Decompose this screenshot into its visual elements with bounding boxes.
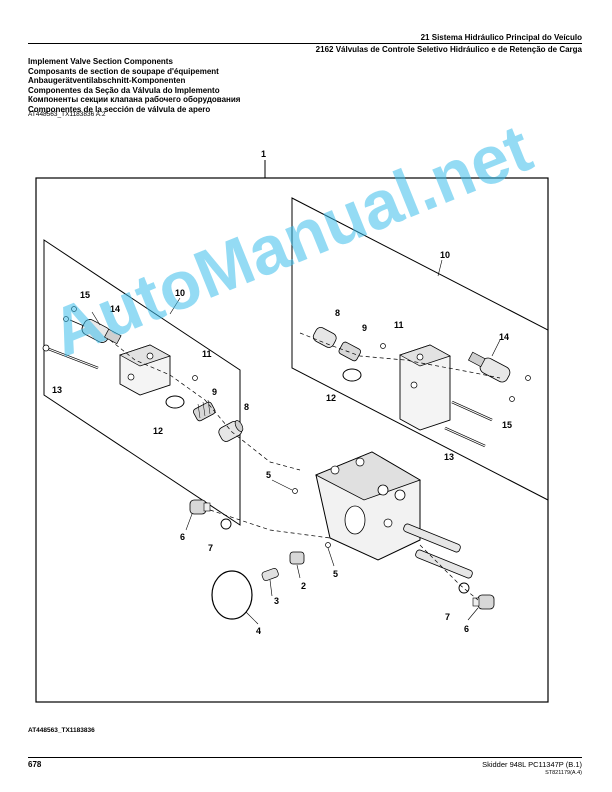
main-valve-section: [315, 451, 421, 561]
figure-reference-bottom: AT448563_TX1183836: [28, 727, 95, 734]
callout-15b: 15: [502, 420, 512, 430]
bolt-left-13: [42, 344, 99, 370]
callout-1: 1: [261, 149, 266, 159]
callout-3: 3: [274, 596, 279, 606]
callout-6a: 6: [180, 532, 185, 542]
o-ring-7-left: [220, 518, 232, 530]
callout-6b: 6: [464, 624, 469, 634]
left-assembly-panel: [43, 239, 241, 526]
title-ru: Компоненты секции клапана рабочего обору…: [28, 95, 241, 105]
callout-5b: 5: [333, 569, 338, 579]
callout-10b: 10: [440, 250, 450, 260]
callout-9a: 9: [212, 387, 217, 397]
o-ring-7-right: [458, 582, 470, 594]
header-chapter: 21 Sistema Hidráulico Principal do Veícu…: [420, 33, 582, 42]
spring-3: [261, 568, 279, 581]
callout-14b: 14: [499, 332, 509, 342]
callout-2: 2: [301, 581, 306, 591]
callout-13a: 13: [52, 385, 62, 395]
bolts-right-13: [444, 400, 493, 448]
callout-5a: 5: [266, 470, 271, 480]
screw-left-15: [63, 306, 77, 322]
poppet-left-8: [218, 420, 244, 442]
page-number: 678: [28, 760, 42, 769]
screw-5-lower: [325, 542, 331, 548]
title-block: Implement Valve Section Components Compo…: [28, 57, 240, 115]
screw-5-upper: [292, 488, 298, 494]
callout-11b: 11: [394, 320, 404, 330]
o-ring-left-12: [165, 395, 185, 409]
seal-ring-4: [211, 570, 253, 620]
header-section: 2162 Válvulas de Controle Seletivo Hidrá…: [315, 45, 582, 54]
o-ring-right-12: [342, 368, 362, 382]
relief-valve-2: [289, 551, 305, 565]
plug-6-right: [472, 594, 495, 610]
callout-8a: 8: [244, 402, 249, 412]
screw-right-15: [509, 375, 531, 402]
right-assembly-panel: [291, 197, 549, 501]
callout-15a: 15: [80, 290, 90, 300]
callout-9b: 9: [362, 323, 367, 333]
figure-reference-top: AT448563_TX1183836 A.2: [28, 111, 106, 118]
callout-12b: 12: [326, 393, 336, 403]
solenoid-right: [467, 351, 511, 383]
leader-lines: [91, 259, 501, 625]
callout-4: 4: [256, 626, 261, 636]
title-de: Anbaugerätventilabschnitt-Komponenten: [28, 76, 186, 86]
plug-right-11: [380, 343, 386, 349]
title-es: Componentes de la sección de válvula de …: [28, 104, 211, 114]
callout-7b: 7: [445, 612, 450, 622]
spools: [403, 523, 473, 579]
title-pt: Componentes da Seção da Válvula do Imple…: [28, 85, 220, 95]
callout-13b: 13: [444, 452, 454, 462]
callout-12a: 12: [153, 426, 163, 436]
footer-code: ST821179(A.4): [545, 770, 582, 776]
solenoid-left: [69, 319, 122, 345]
callout-11a: 11: [202, 349, 212, 359]
title-en: Implement Valve Section Components: [28, 57, 173, 66]
plug-6-left: [189, 499, 211, 515]
footer-model: Skidder 948L PC11347P (B.1): [482, 760, 582, 769]
header-rule: [28, 43, 582, 44]
valve-body-right: [399, 344, 451, 431]
title-fr: Composants de section de soupape d'équip…: [28, 66, 219, 76]
plug-left-11: [192, 375, 198, 381]
footer-rule: [28, 757, 582, 758]
callout-14a: 14: [110, 304, 120, 314]
valve-body-left: [119, 344, 171, 396]
spring-left-9: [193, 399, 216, 422]
callout-10a: 10: [175, 288, 185, 298]
spring-right-9: [338, 341, 361, 362]
callout-7a: 7: [208, 543, 213, 553]
poppet-right-8: [312, 327, 337, 348]
callout-8b: 8: [335, 308, 340, 318]
